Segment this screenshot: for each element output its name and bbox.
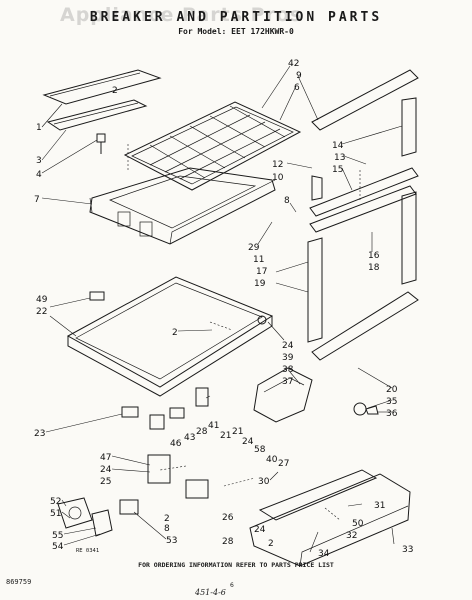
callout-9: 9 xyxy=(296,71,302,81)
callout-1: 1 xyxy=(36,123,42,133)
callout-8-b: 8 xyxy=(164,524,170,534)
callout-39: 39 xyxy=(282,353,294,363)
callout-25: 25 xyxy=(100,477,111,487)
callout-15: 15 xyxy=(332,165,343,175)
callout-24-c: 24 xyxy=(100,465,112,475)
callout-26: 26 xyxy=(222,513,234,523)
diagram-title: BREAKER AND PARTITION PARTS xyxy=(89,10,383,25)
part-trim-strips xyxy=(42,69,162,131)
callout-14: 14 xyxy=(332,141,344,151)
callout-2-d: 2 xyxy=(268,539,274,549)
callout-46: 46 xyxy=(170,439,182,449)
callout-38: 38 xyxy=(282,365,294,375)
callout-50: 50 xyxy=(352,519,364,529)
callout-2-b: 2 xyxy=(172,328,178,338)
page-number: 6 xyxy=(230,582,234,589)
callout-19: 19 xyxy=(254,279,266,289)
callout-24-d: 24 xyxy=(254,525,266,535)
callout-54: 54 xyxy=(52,542,64,552)
callout-37: 37 xyxy=(282,377,293,387)
callout-16: 16 xyxy=(368,251,380,261)
callout-2-c: 2 xyxy=(164,514,170,524)
callout-49: 49 xyxy=(36,295,48,305)
callout-55: 55 xyxy=(52,531,63,541)
callout-58: 58 xyxy=(254,445,266,455)
part-grille xyxy=(123,101,302,191)
part-bottom-rail xyxy=(249,469,411,567)
callout-27: 27 xyxy=(278,459,289,469)
callout-22: 22 xyxy=(36,307,47,317)
callout-24-b: 24 xyxy=(242,437,254,447)
part-screw xyxy=(96,133,106,154)
callout-4: 4 xyxy=(36,170,42,180)
callout-53: 53 xyxy=(166,536,177,546)
ordering-info-footer: FOR ORDERING INFORMATION REFER TO PARTS … xyxy=(138,561,334,569)
part-partition-plate xyxy=(66,276,274,397)
part-breaker-tray xyxy=(89,167,276,245)
callout-35: 35 xyxy=(386,397,397,407)
callout-6: 6 xyxy=(294,83,300,93)
callout-30: 30 xyxy=(258,477,270,487)
callout-20: 20 xyxy=(386,385,398,395)
callout-21: 21 xyxy=(220,431,231,441)
callout-42: 42 xyxy=(288,59,299,69)
model-line: For Model: EET 172HKWR-0 xyxy=(178,27,294,36)
callout-33: 33 xyxy=(402,545,413,555)
callout-3: 3 xyxy=(36,156,42,166)
handwritten-note: 451-4-6 xyxy=(195,588,226,597)
callout-51: 51 xyxy=(50,509,61,519)
callout-2: 2 xyxy=(112,86,118,96)
callout-18: 18 xyxy=(368,263,380,273)
callout-41: 41 xyxy=(208,421,219,431)
callout-8: 8 xyxy=(284,196,290,206)
callout-labels: 42 9 6 2 1 3 4 7 14 13 15 12 10 8 29 11 … xyxy=(34,59,413,559)
callout-24: 24 xyxy=(282,341,294,351)
callout-11: 11 xyxy=(253,255,264,265)
callout-10: 10 xyxy=(272,173,284,183)
callout-7: 7 xyxy=(34,195,40,205)
callout-17: 17 xyxy=(256,267,267,277)
callout-23: 23 xyxy=(34,429,45,439)
leader-lines xyxy=(41,65,403,553)
part-right-partitions xyxy=(307,69,419,361)
callout-36: 36 xyxy=(386,409,398,419)
callout-28: 28 xyxy=(196,427,208,437)
callout-31: 31 xyxy=(374,501,385,511)
callout-29: 29 xyxy=(248,243,260,253)
callout-28-b: 28 xyxy=(222,537,234,547)
part-control-housing xyxy=(253,367,313,423)
callout-47: 47 xyxy=(100,453,111,463)
callout-43: 43 xyxy=(184,433,195,443)
part-small-components xyxy=(57,291,267,537)
callout-13: 13 xyxy=(334,153,345,163)
callout-12: 12 xyxy=(272,160,283,170)
document-code: 869759 xyxy=(6,578,32,586)
callout-40: 40 xyxy=(266,455,278,465)
callout-34: 34 xyxy=(318,549,330,559)
callout-21-b: 21 xyxy=(232,427,243,437)
part-light-bulb xyxy=(353,402,379,416)
callout-32: 32 xyxy=(346,531,357,541)
callout-52: 52 xyxy=(50,497,61,507)
assembly-lines xyxy=(127,144,361,521)
reference-code: RE 0341 xyxy=(76,548,100,554)
